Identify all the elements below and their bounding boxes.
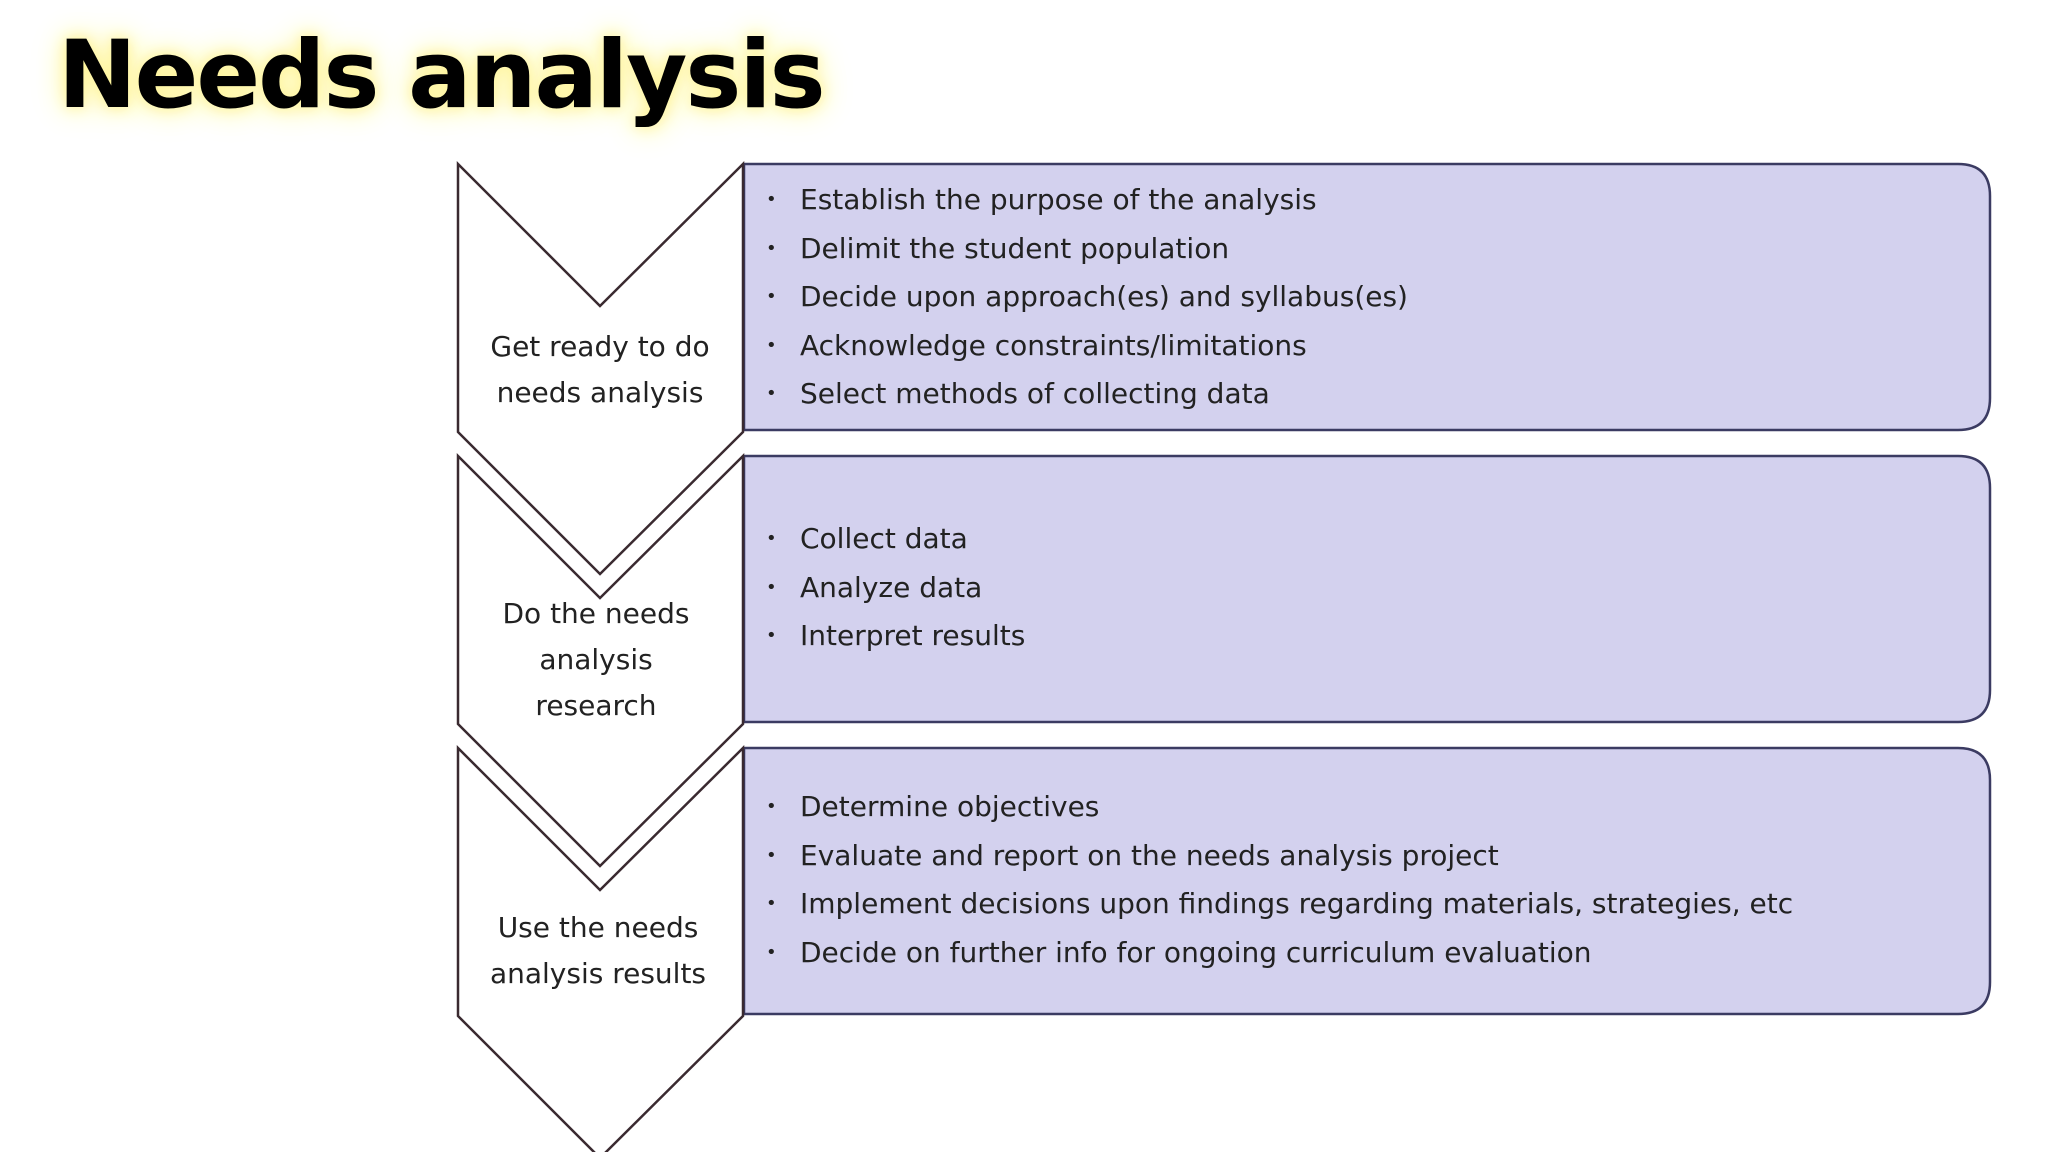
stage-2-label-line: analysis <box>539 643 653 676</box>
bullet-icon: • <box>766 893 777 914</box>
list-item-text: Acknowledge constraints/limitations <box>800 328 1307 362</box>
list-item: • Acknowledge constraints/limitations <box>766 322 1408 371</box>
stage-2-label-line: Do the needs <box>502 597 690 630</box>
list-item: • Evaluate and report on the needs analys… <box>766 832 1793 881</box>
list-item: • Implement decisions upon findings regar… <box>766 880 1793 929</box>
stage-1-box <box>742 162 1992 432</box>
stage-1-list: • Establish the purpose of the analysis •… <box>766 176 1408 419</box>
list-item: • Establish the purpose of the analysis <box>766 176 1408 225</box>
stage-3-list: • Determine objectives • Evaluate and repo… <box>766 783 1793 977</box>
list-item-text: Determine objectives <box>800 790 1100 823</box>
list-item-text: Select methods of collecting data <box>800 377 1270 410</box>
list-item: • Select methods of collecting data <box>766 370 1408 419</box>
bullet-icon: • <box>766 796 777 817</box>
slide-title: Needs analysis <box>58 21 826 130</box>
list-item-text: Evaluate and report on the needs analysi… <box>800 838 1499 872</box>
list-item-text: Decide on further info for ongoing curri… <box>800 935 1592 969</box>
stage-3-label: Use the needs analysis results <box>455 905 741 997</box>
list-item-text: Establish the purpose of the analysis <box>800 183 1317 216</box>
bullet-icon: • <box>766 528 777 549</box>
list-item: • Decide upon approach(es) and syllabus(e… <box>766 273 1408 322</box>
bullet-icon: • <box>766 334 777 356</box>
stage-1-chevron <box>456 160 745 576</box>
stage-1-label: Get ready to do needs analysis <box>457 324 743 416</box>
list-item: • Determine objectives <box>766 783 1793 832</box>
stage-3-label-line: Use the needs <box>497 911 699 944</box>
list-item: • Decide on further info for ongoing curr… <box>766 929 1793 978</box>
stage-2-chevron <box>456 452 745 868</box>
list-item-text: Delimit the student population <box>800 231 1230 265</box>
bullet-icon: • <box>766 286 777 307</box>
stage-3-box <box>742 746 1992 1016</box>
stage-2-label: Do the needs analysis research <box>453 591 739 729</box>
bullet-icon: • <box>766 625 777 646</box>
list-item-text: Collect data <box>800 522 968 555</box>
bullet-icon: • <box>766 941 777 963</box>
list-item-text: Decide upon approach(es) and syllabus(es… <box>800 280 1408 313</box>
stage-1-label-line: needs analysis <box>496 376 704 409</box>
stage-3-label-line: analysis results <box>489 957 707 990</box>
bullet-icon: • <box>766 844 777 866</box>
list-item-text: Implement decisions upon findings regard… <box>800 887 1794 920</box>
stage-2-list: • Collect data • Analyze data • Interpret r… <box>766 515 1025 661</box>
stage-1-label-line: Get ready to do <box>490 330 710 363</box>
bullet-icon: • <box>766 383 777 404</box>
stage-2-label-line: research <box>535 689 657 722</box>
list-item-text: Interpret results <box>800 619 1026 652</box>
list-item: • Analyze data <box>766 564 1025 613</box>
stage-3-chevron <box>456 744 745 1152</box>
bullet-icon: • <box>766 576 777 598</box>
bullet-icon: • <box>766 237 777 259</box>
list-item: • Collect data <box>766 515 1025 564</box>
stage-2-box <box>742 454 1992 724</box>
list-item-text: Analyze data <box>800 570 983 604</box>
bullet-icon: • <box>766 189 777 210</box>
list-item: • Interpret results <box>766 612 1025 661</box>
list-item: • Delimit the student population <box>766 225 1408 274</box>
